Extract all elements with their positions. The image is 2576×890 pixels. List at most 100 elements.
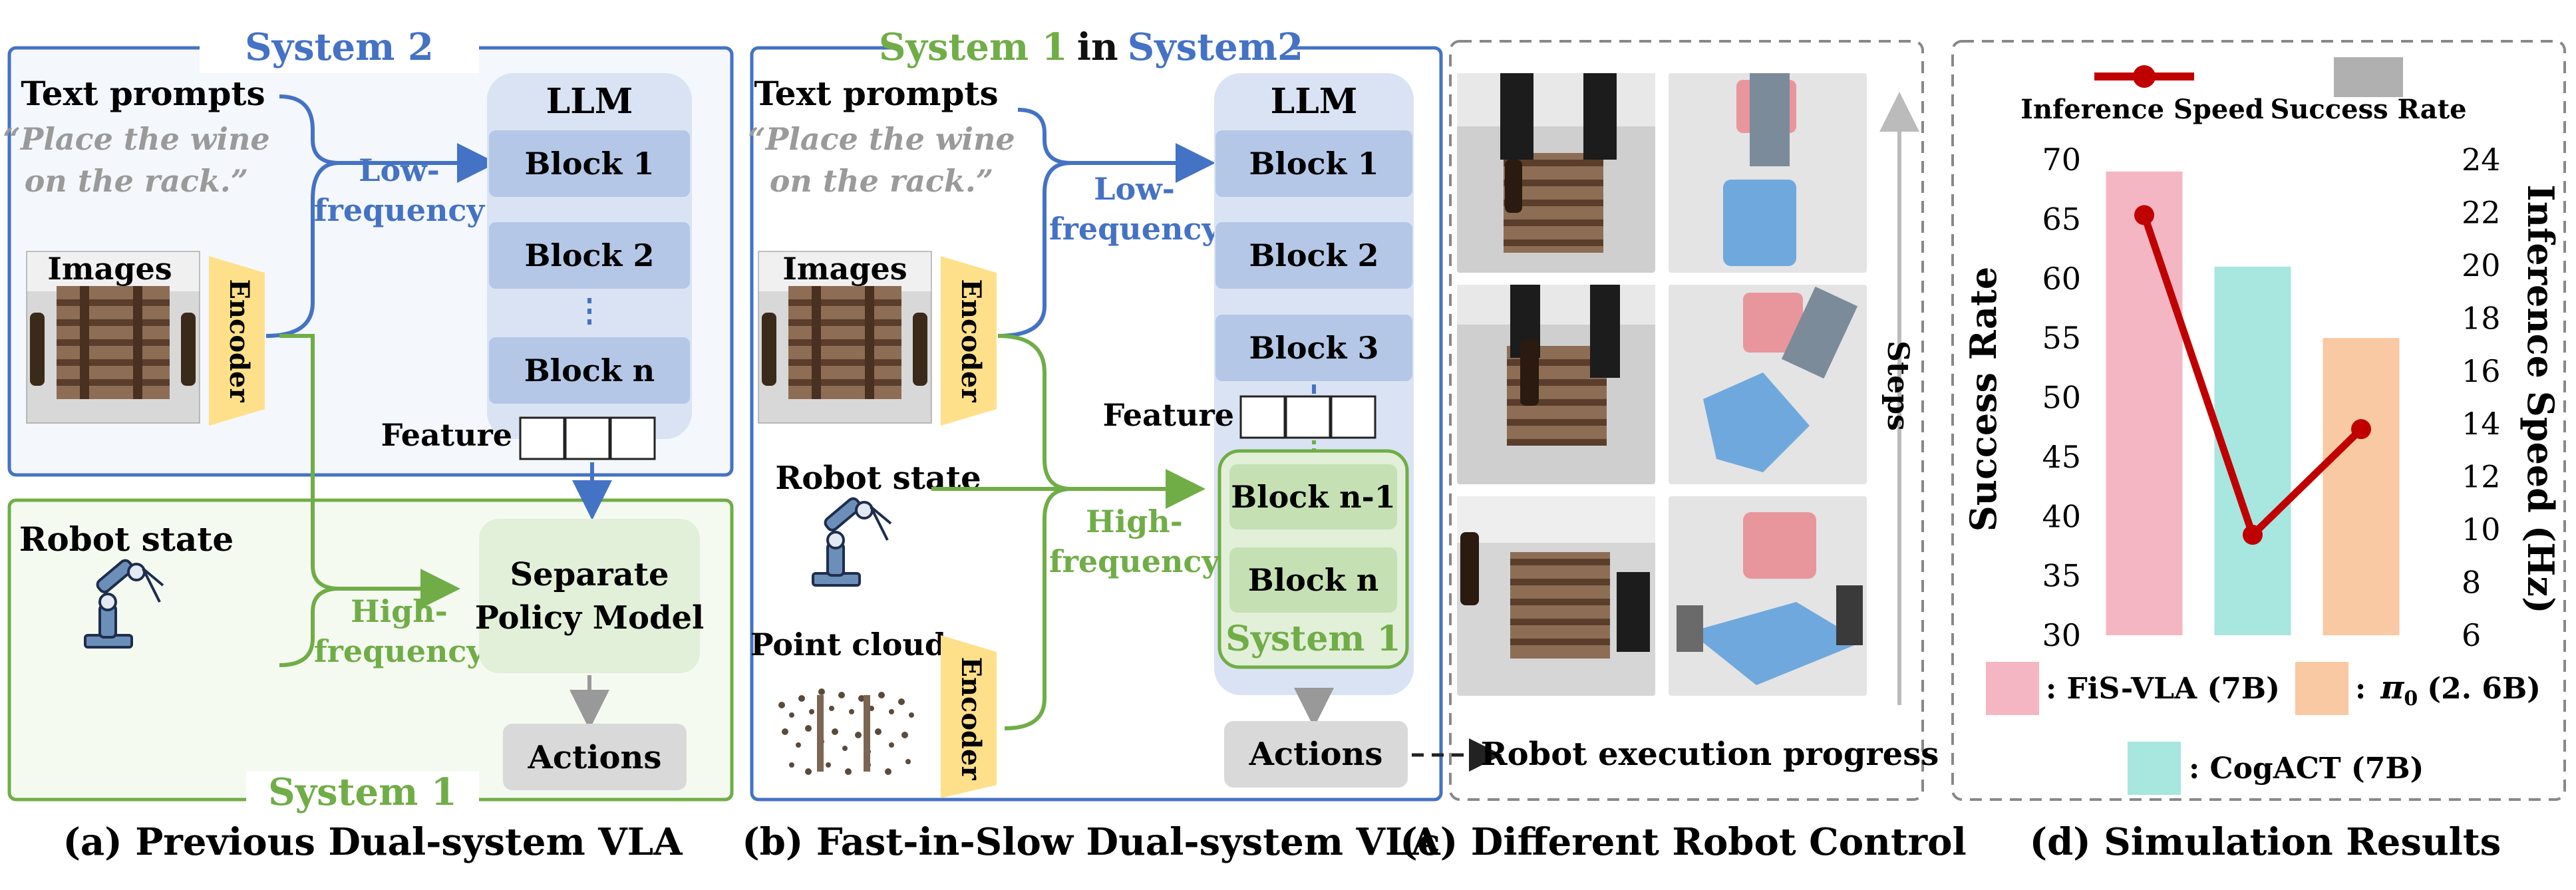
legend-cogact-swatch — [2128, 742, 2181, 795]
left-tick-label: 60 — [2042, 261, 2081, 297]
actions-label: Actions — [1249, 736, 1383, 773]
caption-d: (d) Simulation Results — [2030, 820, 2501, 864]
robot-state-label: Robot state — [19, 519, 234, 559]
high-frequency-2: frequency — [1049, 543, 1221, 579]
policy-label-1: Separate — [510, 556, 669, 593]
right-tick-label: 12 — [2462, 459, 2501, 495]
block-2 — [1215, 222, 1412, 289]
actions-label: Actions — [528, 739, 662, 776]
block-n-label: Block n — [1248, 562, 1378, 598]
legend-bar-swatch — [2334, 57, 2403, 97]
left-tick-label: 30 — [2042, 617, 2081, 653]
robot-arm-icon — [84, 559, 164, 649]
image-to-llm-arrow — [997, 161, 1072, 338]
encoder-trapezoid-2 — [941, 635, 997, 798]
inference-speed-point — [2134, 205, 2154, 225]
prompt-line-2: on the rack.” — [25, 163, 249, 199]
panel-a: System 2 System 1 Text prompts “Place th… — [3, 25, 734, 864]
feature-cell — [564, 416, 611, 460]
right-tick-label: 22 — [2462, 194, 2501, 230]
block-1-label: Block 1 — [1249, 146, 1379, 182]
left-tick-label: 50 — [2042, 380, 2081, 416]
feature-label: Feature — [1103, 397, 1234, 433]
low-frequency-2: frequency — [314, 192, 486, 228]
block-n — [489, 337, 690, 404]
bars — [2106, 171, 2400, 635]
point-cloud-image — [765, 672, 925, 785]
text-prompts-label: Text prompts — [754, 74, 998, 113]
y-axis-left-label: Success Rate — [1962, 267, 2005, 531]
policy-label-2: Policy Model — [475, 599, 705, 637]
left-tick-label: 45 — [2042, 439, 2081, 475]
images-label: Images — [47, 251, 172, 287]
robot-photo-rack-1 — [1457, 73, 1655, 273]
text-to-llm-arrow — [1017, 108, 1215, 183]
block-n-label: Block n — [524, 353, 655, 388]
block-3 — [1215, 315, 1412, 381]
y-axis-right-label: Inference Speed (Hz) — [2519, 184, 2562, 613]
system1-inner-label: System 1 — [1225, 619, 1400, 659]
robot-state-arrow — [279, 587, 340, 667]
robot-photo-towel-2 — [1669, 285, 1867, 484]
legend-cogact-label: : CogACT (7B) — [2189, 752, 2424, 786]
block-1-label: Block 1 — [525, 146, 655, 182]
prompt-line-1: “Place the wine — [3, 121, 269, 157]
point-cloud-arrow — [1004, 487, 1072, 730]
low-frequency-2: frequency — [1049, 211, 1221, 247]
inference-speed-point — [2351, 419, 2371, 440]
feature-label: Feature — [381, 417, 512, 453]
legend-fis-swatch — [1986, 662, 2039, 715]
encoder-label: Encoder — [224, 279, 255, 402]
right-tick-label: 6 — [2462, 617, 2481, 653]
legend-line-dot — [2133, 65, 2156, 88]
encoder-label-2: Encoder — [955, 657, 987, 780]
block-n-1 — [1229, 464, 1397, 529]
robot-photo-rack-2 — [1457, 285, 1655, 484]
block-n — [1229, 547, 1397, 613]
caption-b: (b) Fast-in-Slow Dual-system VLA — [742, 820, 1441, 864]
legend-success-rate: Success Rate — [2270, 94, 2466, 125]
panel-d: Inference Speed Success Rate Success Rat… — [1951, 40, 2566, 864]
image-to-llm-arrow — [265, 161, 340, 338]
right-tick-label: 14 — [2462, 406, 2501, 442]
feature-cell — [519, 416, 565, 460]
right-tick-label: 18 — [2462, 300, 2501, 336]
robot-photo-towel-1 — [1669, 73, 1867, 273]
steps-label: Steps — [1881, 341, 1915, 431]
policy-model-box — [479, 519, 700, 673]
caption-c: (c) Different Robot Control — [1400, 820, 1967, 864]
wine-rack-image — [26, 251, 200, 424]
left-tick-label: 35 — [2042, 558, 2081, 594]
panel-c: Steps Robot execution progress (c) Diffe… — [1400, 40, 1967, 864]
high-frequency-1: High- — [351, 593, 448, 629]
left-tick-label: 65 — [2042, 201, 2081, 237]
llm-label: LLM — [546, 81, 633, 122]
actions-box — [503, 724, 687, 790]
right-tick-label: 8 — [2462, 565, 2481, 601]
images-label: Images — [782, 251, 907, 287]
left-tick-label: 55 — [2042, 320, 2081, 356]
llm-label: LLM — [1271, 81, 1358, 122]
encoder-trapezoid — [941, 256, 997, 426]
system2-title: System 2 — [245, 25, 434, 69]
prompt-line-1: “Place the wine — [748, 121, 1015, 157]
encoder-trapezoid — [209, 256, 265, 426]
feature-cell — [1330, 395, 1376, 439]
robot-arm-icon — [812, 497, 892, 587]
inference-speed-point — [2243, 525, 2263, 545]
prompt-line-2: on the rack.” — [770, 163, 994, 199]
robot-photo-towel-3 — [1669, 496, 1867, 696]
low-frequency-1: Low- — [359, 152, 440, 188]
image-to-system1-arrow — [997, 334, 1206, 509]
caption-a: (a) Previous Dual-system VLA — [63, 820, 683, 864]
left-tick-label: 40 — [2042, 498, 2081, 534]
robot-photo-rack-3 — [1457, 496, 1655, 696]
progress-label: Robot execution progress — [1481, 736, 1939, 773]
text-prompts-label: Text prompts — [21, 74, 265, 113]
encoder-label: Encoder — [955, 279, 987, 402]
block-3-label: Block 3 — [1249, 330, 1379, 366]
